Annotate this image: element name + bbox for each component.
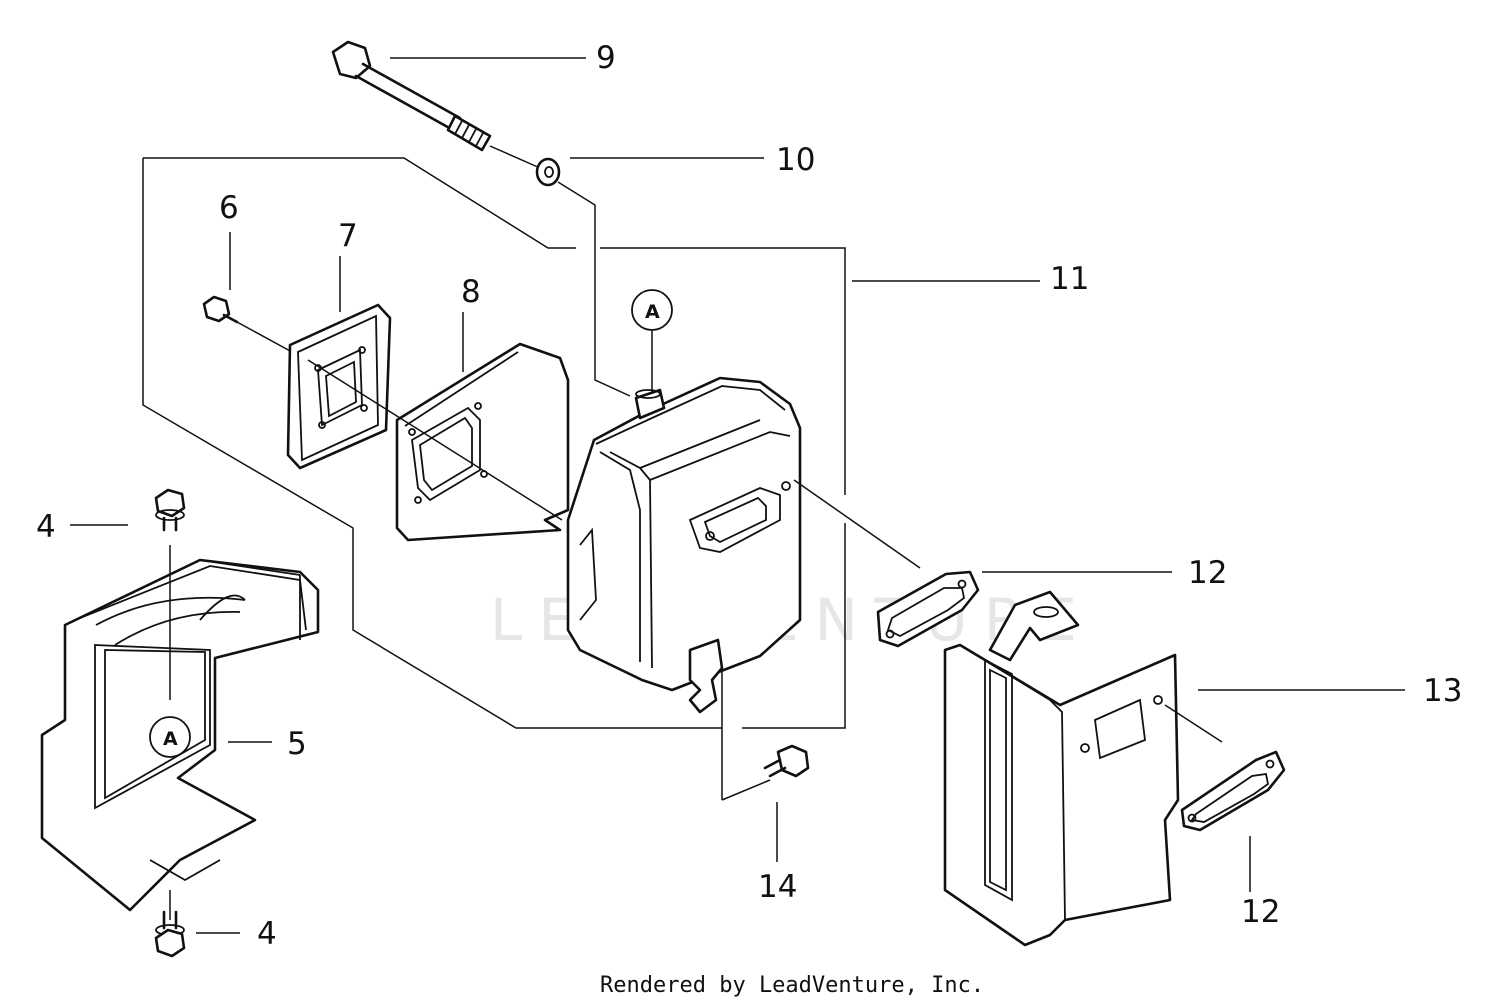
part-5-lower-cover <box>40 558 320 912</box>
part-14-bolt <box>763 744 810 778</box>
callout-5: 5 <box>287 726 307 762</box>
alignment-line <box>307 359 563 521</box>
callout-4-bottom: 4 <box>257 916 277 952</box>
callout-10: 10 <box>776 142 815 178</box>
callout-14: 14 <box>758 869 797 905</box>
callout-leaders <box>70 57 1405 934</box>
callout-13: 13 <box>1423 673 1462 709</box>
reference-mark-a-bottom: A <box>149 716 191 758</box>
svg-text:A: A <box>645 301 660 323</box>
callout-12-bottom: 12 <box>1241 894 1280 930</box>
group-bracket-outline <box>142 157 846 729</box>
part-7-flange-plate <box>286 303 392 470</box>
part-4-bolt-bottom <box>154 890 186 958</box>
part-6-bolt <box>202 295 293 353</box>
callout-labels: 9 10 6 7 8 11 4 12 13 5 14 4 12 <box>36 40 1462 952</box>
part-11-muffler <box>566 376 921 801</box>
part-10-washer <box>535 157 631 397</box>
svg-text:A: A <box>163 728 178 750</box>
callout-6: 6 <box>219 190 239 226</box>
reference-mark-a-top: A <box>631 289 673 392</box>
callout-4-top: 4 <box>36 509 56 545</box>
part-13-outer-shield <box>943 590 1180 947</box>
callout-8: 8 <box>461 274 481 310</box>
callout-12-top: 12 <box>1188 555 1227 591</box>
part-4-bolt-top <box>154 488 186 700</box>
footer-credit: Rendered by LeadVenture, Inc. <box>600 973 984 998</box>
part-8-shield-plate <box>395 342 570 542</box>
part-12-gasket-bottom <box>1164 704 1286 832</box>
callout-7: 7 <box>338 218 358 254</box>
callout-9: 9 <box>596 40 616 76</box>
part-9-bolt <box>331 40 541 169</box>
part-12-gasket-top <box>876 570 980 648</box>
callout-11: 11 <box>1050 261 1089 297</box>
